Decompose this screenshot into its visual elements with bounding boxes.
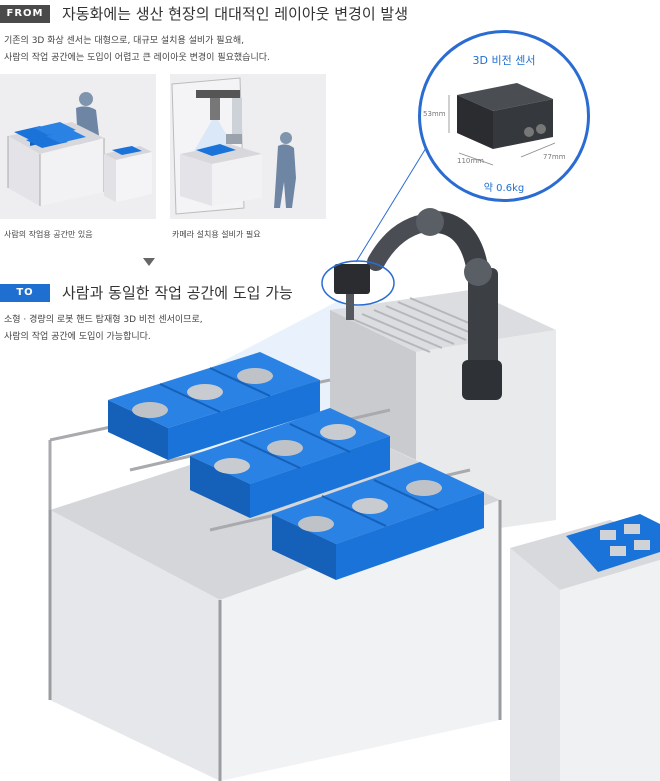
to-tag: TO (0, 284, 50, 302)
sensor-width: 110mm (457, 157, 484, 165)
from-desc-line2: 사람의 작업 공간에는 도입이 어렵고 큰 레이아웃 변경이 필요했습니다. (4, 53, 270, 63)
photo-camera-rig (170, 74, 326, 219)
sensor-depth: 77mm (543, 153, 566, 161)
caption-human-workspace: 사람의 작업용 공간만 있음 (4, 230, 93, 239)
to-title: 사람과 동일한 작업 공간에 도입 가능 (62, 284, 293, 302)
sensor-weight: 약 0.6kg (483, 183, 525, 194)
photo-human-workspace (0, 74, 156, 219)
from-tag: FROM (0, 5, 50, 23)
arrow-down-icon (143, 258, 155, 266)
sensor-height: 53mm (423, 110, 446, 118)
sensor-title: 3D 비전 센서 (472, 54, 536, 67)
from-title: 자동화에는 생산 현장의 대대적인 레이아웃 변경이 발생 (62, 5, 409, 23)
caption-camera-rig: 카메라 설치용 설비가 필요 (172, 230, 261, 239)
from-desc-line1: 기존의 3D 화상 센서는 대형으로, 대규모 설치용 설비가 필요해, (4, 36, 244, 46)
sensor-inset: 3D 비전 센서 53mm 110mm 77mm 약 0.6kg (418, 30, 590, 202)
to-desc-line1: 소형 · 경량의 로봇 핸드 탑재형 3D 비전 센서이므로, (4, 315, 203, 325)
sensor-device-icon (448, 83, 556, 166)
to-desc-line2: 사람의 작업 공간에 도입이 가능합니다. (4, 332, 151, 342)
